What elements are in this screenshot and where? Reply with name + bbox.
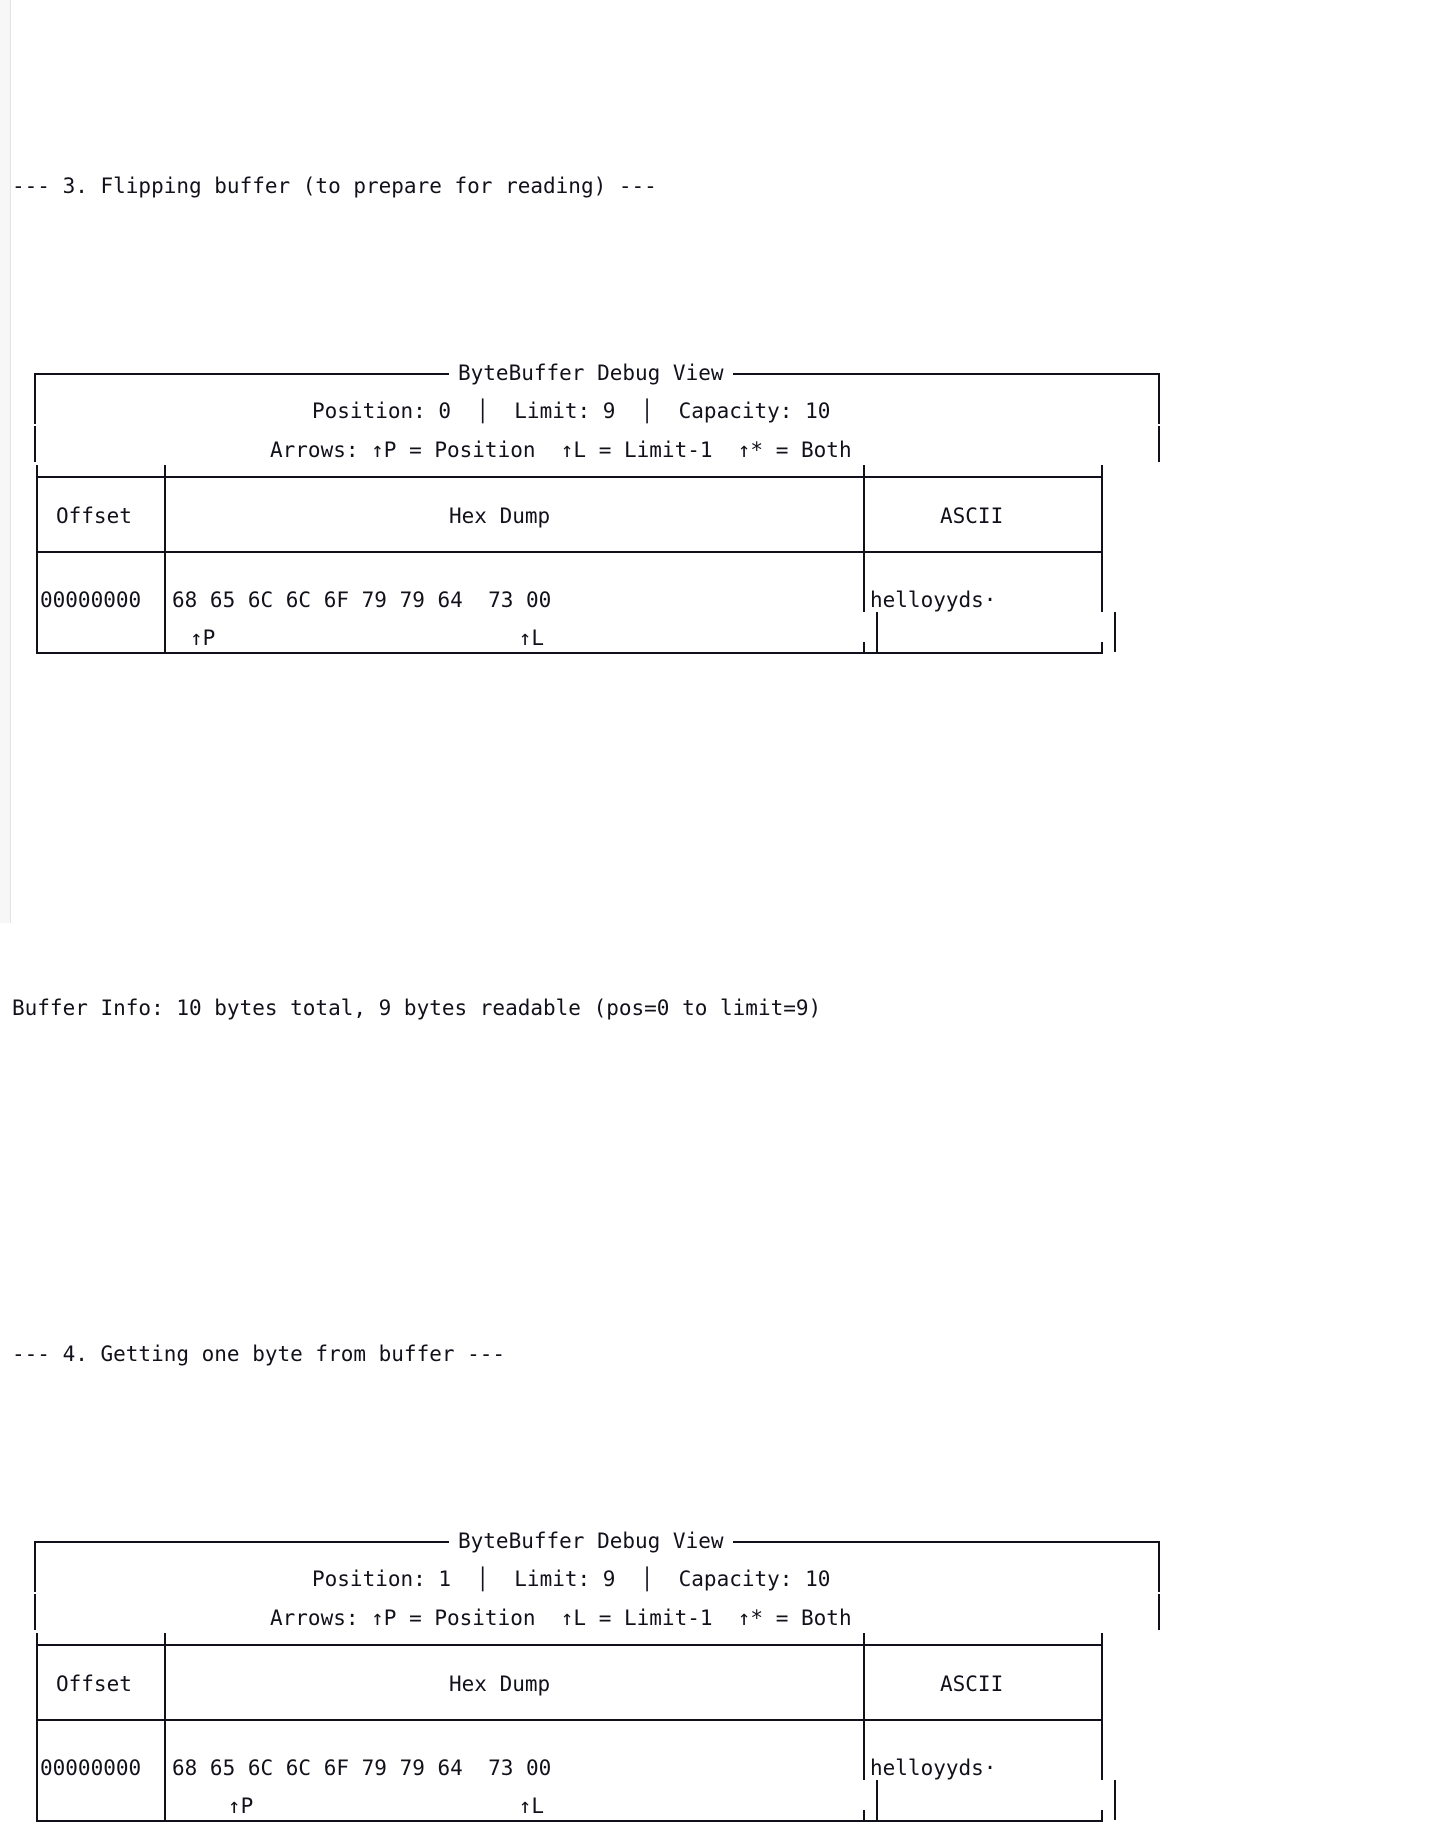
panel-left-border-b <box>34 1556 36 1592</box>
table-col-div-2-bottom <box>863 642 865 654</box>
table-left-border-header <box>36 1658 38 1696</box>
bytebuffer-panel-3: ByteBuffer Debug View Position: 0 │ Limi… <box>12 360 1430 681</box>
table-right-tick-mid <box>1101 528 1103 574</box>
buffer-stats-line: Position: 1 │ Limit: 9 │ Capacity: 10 <box>312 1569 830 1590</box>
buffer-stats-line: Position: 0 │ Limit: 9 │ Capacity: 10 <box>312 401 830 422</box>
panel-left-border-c <box>34 426 36 462</box>
table-left-border-row <box>36 574 38 612</box>
ascii-preview: helloyyds· <box>870 1758 996 1779</box>
table-left-tick-mid <box>36 528 38 574</box>
table-col-div-1-row <box>164 1742 166 1780</box>
table-col-div-1-header <box>164 1658 166 1696</box>
arrowrow-right-border <box>1114 1780 1116 1820</box>
ascii-preview: helloyyds· <box>870 590 996 611</box>
table-col-div-1-top <box>164 465 166 490</box>
terminal-output: --- 3. Flipping buffer (to prepare for r… <box>12 0 1430 923</box>
pointer-arrows: ↑P ↑L <box>190 1796 544 1817</box>
table-header-hexdump: Hex Dump <box>449 506 550 527</box>
section-heading-4: --- 4. Getting one byte from buffer --- <box>12 1335 1430 1374</box>
table-col-div-2-mid <box>863 1696 865 1742</box>
arrowrow-right-border <box>1114 612 1116 652</box>
table-right-tick-bottom <box>1101 642 1103 654</box>
table-right-tick-top <box>1101 465 1103 490</box>
table-row: 00000000 <box>40 590 141 611</box>
table-right-border-header <box>1101 490 1103 528</box>
panel-right-border-b <box>1158 1556 1160 1592</box>
table-col-div-1-top <box>164 1633 166 1658</box>
arrows-legend-line: Arrows: ↑P = Position ↑L = Limit-1 ↑* = … <box>270 440 852 461</box>
table-header-hexdump: Hex Dump <box>449 1674 550 1695</box>
table-right-tick-bottom <box>1101 1810 1103 1822</box>
table-col-div-1-bottom <box>164 642 166 654</box>
table-right-border-row <box>1101 1742 1103 1780</box>
section-heading-3: --- 3. Flipping buffer (to prepare for r… <box>12 167 1430 206</box>
table-header-offset: Offset <box>56 506 132 527</box>
table-right-border-row <box>1101 574 1103 612</box>
table-col-div-1-bottom <box>164 1810 166 1822</box>
table-col-div-2-header <box>863 490 865 528</box>
table-col-div-2-header <box>863 1658 865 1696</box>
console-gutter <box>0 0 11 923</box>
table-left-tick-top <box>36 465 38 490</box>
arrowrow-col-div-2 <box>876 1780 878 1820</box>
table-left-tick-top <box>36 1633 38 1658</box>
table-row: 00000000 <box>40 1758 141 1779</box>
spacer-1 <box>12 796 1430 835</box>
table-header-offset: Offset <box>56 1674 132 1695</box>
table-col-div-2-mid <box>863 528 865 574</box>
panel-left-border-c <box>34 1594 36 1630</box>
table-col-div-2-top <box>863 465 865 490</box>
table-bottom-rule <box>36 652 1103 654</box>
table-left-tick-bottom <box>36 1810 38 1822</box>
table-right-tick-mid <box>1101 1696 1103 1742</box>
pointer-arrows: ↑P ↑L <box>190 628 544 649</box>
buffer-info-line: Buffer Info: 10 bytes total, 9 bytes rea… <box>12 989 1430 1028</box>
hex-dump-bytes: 68 65 6C 6C 6F 79 79 64 73 00 <box>172 1758 551 1779</box>
table-col-div-1-row <box>164 574 166 612</box>
panel-right-border-b <box>1158 388 1160 424</box>
panel-right-border-c <box>1158 426 1160 462</box>
table-col-div-1-header <box>164 490 166 528</box>
panel-title: ByteBuffer Debug View <box>449 363 733 384</box>
arrows-legend-line: Arrows: ↑P = Position ↑L = Limit-1 ↑* = … <box>270 1608 852 1629</box>
table-col-div-1-mid <box>164 1696 166 1742</box>
table-col-div-1-mid <box>164 528 166 574</box>
panel-title: ByteBuffer Debug View <box>449 1531 733 1552</box>
panel-right-border-c <box>1158 1594 1160 1630</box>
console-window: --- 3. Flipping buffer (to prepare for r… <box>0 0 1430 923</box>
table-header-ascii: ASCII <box>940 506 1003 527</box>
table-col-div-2-row <box>863 1742 865 1780</box>
table-left-tick-mid <box>36 1696 38 1742</box>
table-top-rule <box>36 1644 1103 1646</box>
table-left-tick-bottom <box>36 642 38 654</box>
table-left-border-row <box>36 1742 38 1780</box>
table-header-ascii: ASCII <box>940 1674 1003 1695</box>
table-right-tick-top <box>1101 1633 1103 1658</box>
table-bottom-rule <box>36 1820 1103 1822</box>
table-header-separator <box>36 551 1103 553</box>
table-col-div-2-bottom <box>863 1810 865 1822</box>
table-right-border-header <box>1101 1658 1103 1696</box>
table-top-rule <box>36 476 1103 478</box>
table-col-div-2-row <box>863 574 865 612</box>
panel-left-border-b <box>34 388 36 424</box>
hex-dump-bytes: 68 65 6C 6C 6F 79 79 64 73 00 <box>172 590 551 611</box>
bytebuffer-panel-4: ByteBuffer Debug View Position: 1 │ Limi… <box>12 1528 1430 1846</box>
spacer-2 <box>12 1143 1430 1182</box>
table-left-border-header <box>36 490 38 528</box>
arrowrow-col-div-2 <box>876 612 878 652</box>
table-header-separator <box>36 1719 1103 1721</box>
table-col-div-2-top <box>863 1633 865 1658</box>
